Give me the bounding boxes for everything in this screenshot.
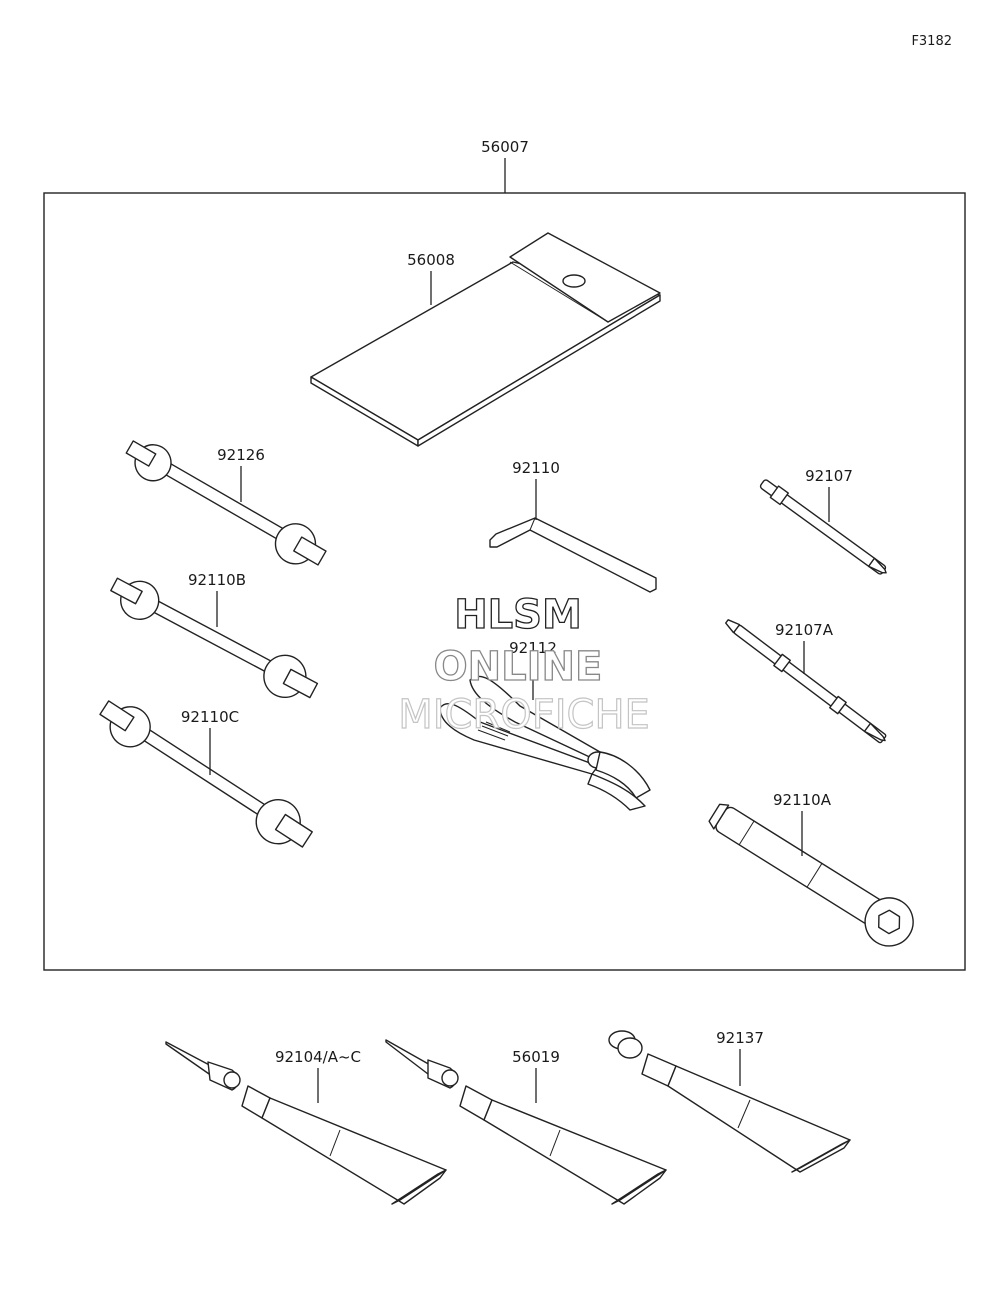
part-label-driver[interactable]: 92107 xyxy=(805,467,853,485)
part-label-tube-kit-3[interactable]: 92137 xyxy=(716,1029,764,1047)
part-label-wrench-a[interactable]: 92126 xyxy=(217,446,265,464)
tube-kit-92104[interactable] xyxy=(165,1041,447,1205)
part-label-hex-key[interactable]: 92110 xyxy=(512,459,560,477)
tube-kit-56019[interactable] xyxy=(385,1039,667,1205)
hex-key[interactable] xyxy=(489,517,657,593)
wrench-92110c[interactable] xyxy=(92,690,319,859)
tool-case[interactable] xyxy=(310,232,661,447)
kit-label[interactable]: 56007 xyxy=(481,138,529,156)
watermark-line-2: ONLINE xyxy=(434,644,603,690)
part-label-pliers[interactable]: 92112 xyxy=(509,639,557,657)
screwdriver-bit-a[interactable] xyxy=(723,616,890,746)
part-label-tube-kit-1[interactable]: 92104/A~C xyxy=(275,1048,361,1066)
part-label-wrench-b[interactable]: 92110B xyxy=(188,571,246,589)
part-label-box-wrench[interactable]: 92110A xyxy=(773,791,832,809)
wrench-92110b[interactable] xyxy=(104,567,323,710)
pliers[interactable] xyxy=(439,675,651,811)
box-wrench[interactable] xyxy=(702,792,922,955)
wrench-92126[interactable] xyxy=(119,431,331,577)
part-label-driver-a[interactable]: 92107A xyxy=(775,621,834,639)
kit-frame xyxy=(43,192,966,971)
watermark-line-1: HLSM xyxy=(454,592,582,638)
part-label-wrench-c[interactable]: 92110C xyxy=(181,708,239,726)
watermark-line-3: MICROFICHE xyxy=(398,692,650,738)
diagram-ref-code: F3182 xyxy=(911,34,952,49)
watermark: HLSM ONLINE MICROFICHE xyxy=(398,591,651,738)
tube-kit-92137[interactable] xyxy=(608,1030,851,1173)
part-label-tube-kit-2[interactable]: 56019 xyxy=(512,1048,560,1066)
screwdriver-bit[interactable] xyxy=(758,477,890,578)
part-label-case[interactable]: 56008 xyxy=(407,251,455,269)
